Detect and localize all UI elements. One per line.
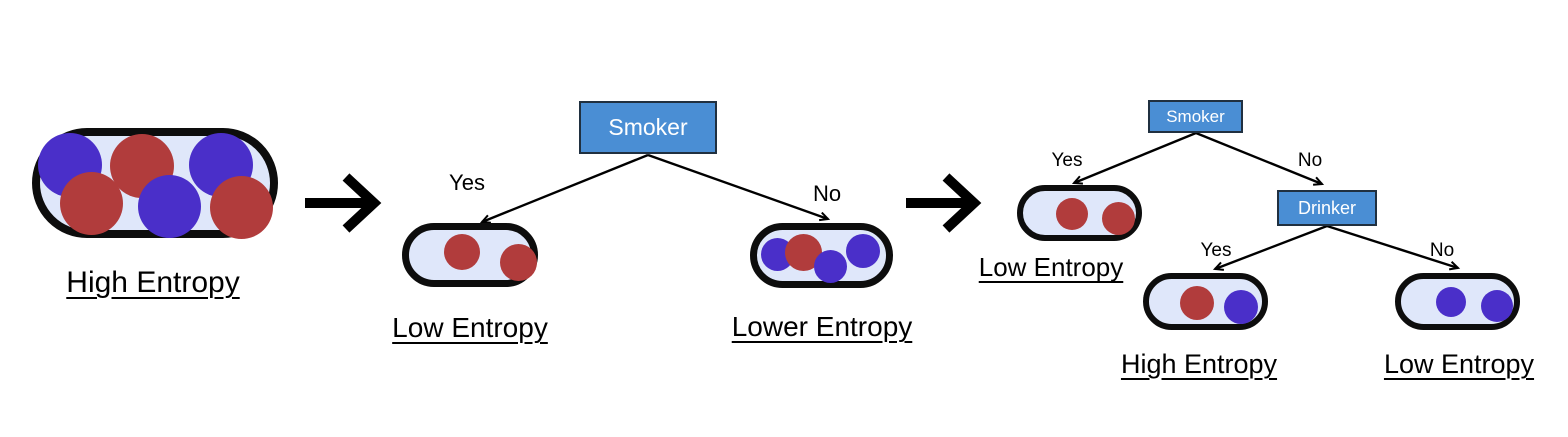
entropy-label: Low Entropy bbox=[1383, 349, 1535, 379]
red-dot bbox=[500, 244, 537, 281]
tree2-yes-edge bbox=[1071, 131, 1197, 185]
red-dot bbox=[1180, 286, 1214, 320]
blue-dot bbox=[814, 250, 847, 283]
tree-node-smoker: Smoker bbox=[1148, 100, 1243, 133]
red-dot bbox=[1056, 198, 1088, 230]
branch-label-yes: Yes bbox=[1051, 150, 1083, 171]
blue-dot bbox=[1436, 287, 1466, 317]
arrow-right-icon bbox=[906, 173, 982, 233]
blue-dot bbox=[1481, 290, 1513, 322]
red-dot bbox=[60, 172, 123, 235]
red-dot bbox=[444, 234, 480, 270]
tree-node-drinker: Drinker bbox=[1277, 190, 1377, 226]
tree2-drinker-yes-edge bbox=[1212, 224, 1328, 271]
branch-label-yes: Yes bbox=[449, 170, 485, 195]
red-dot bbox=[1102, 202, 1135, 235]
branch-label-no: No bbox=[1429, 240, 1455, 261]
blue-dot bbox=[846, 234, 880, 268]
tree-node-smoker: Smoker bbox=[579, 101, 717, 154]
entropy-label: Low Entropy bbox=[978, 252, 1124, 282]
branch-label-no: No bbox=[1297, 150, 1323, 171]
entropy-label: High Entropy bbox=[1120, 349, 1278, 379]
blue-dot bbox=[1224, 290, 1258, 324]
tree1-yes-edge bbox=[479, 153, 649, 224]
blue-dot bbox=[138, 175, 201, 238]
branch-label-no: No bbox=[812, 181, 842, 206]
tree1-no-edge bbox=[647, 153, 831, 222]
red-dot bbox=[210, 176, 273, 239]
entropy-label: Low Entropy bbox=[392, 312, 548, 343]
entropy-label: High Entropy bbox=[66, 266, 240, 299]
branch-label-yes: Yes bbox=[1200, 240, 1232, 261]
arrow-right-icon bbox=[305, 173, 382, 233]
entropy-label: Lower Entropy bbox=[731, 311, 913, 342]
